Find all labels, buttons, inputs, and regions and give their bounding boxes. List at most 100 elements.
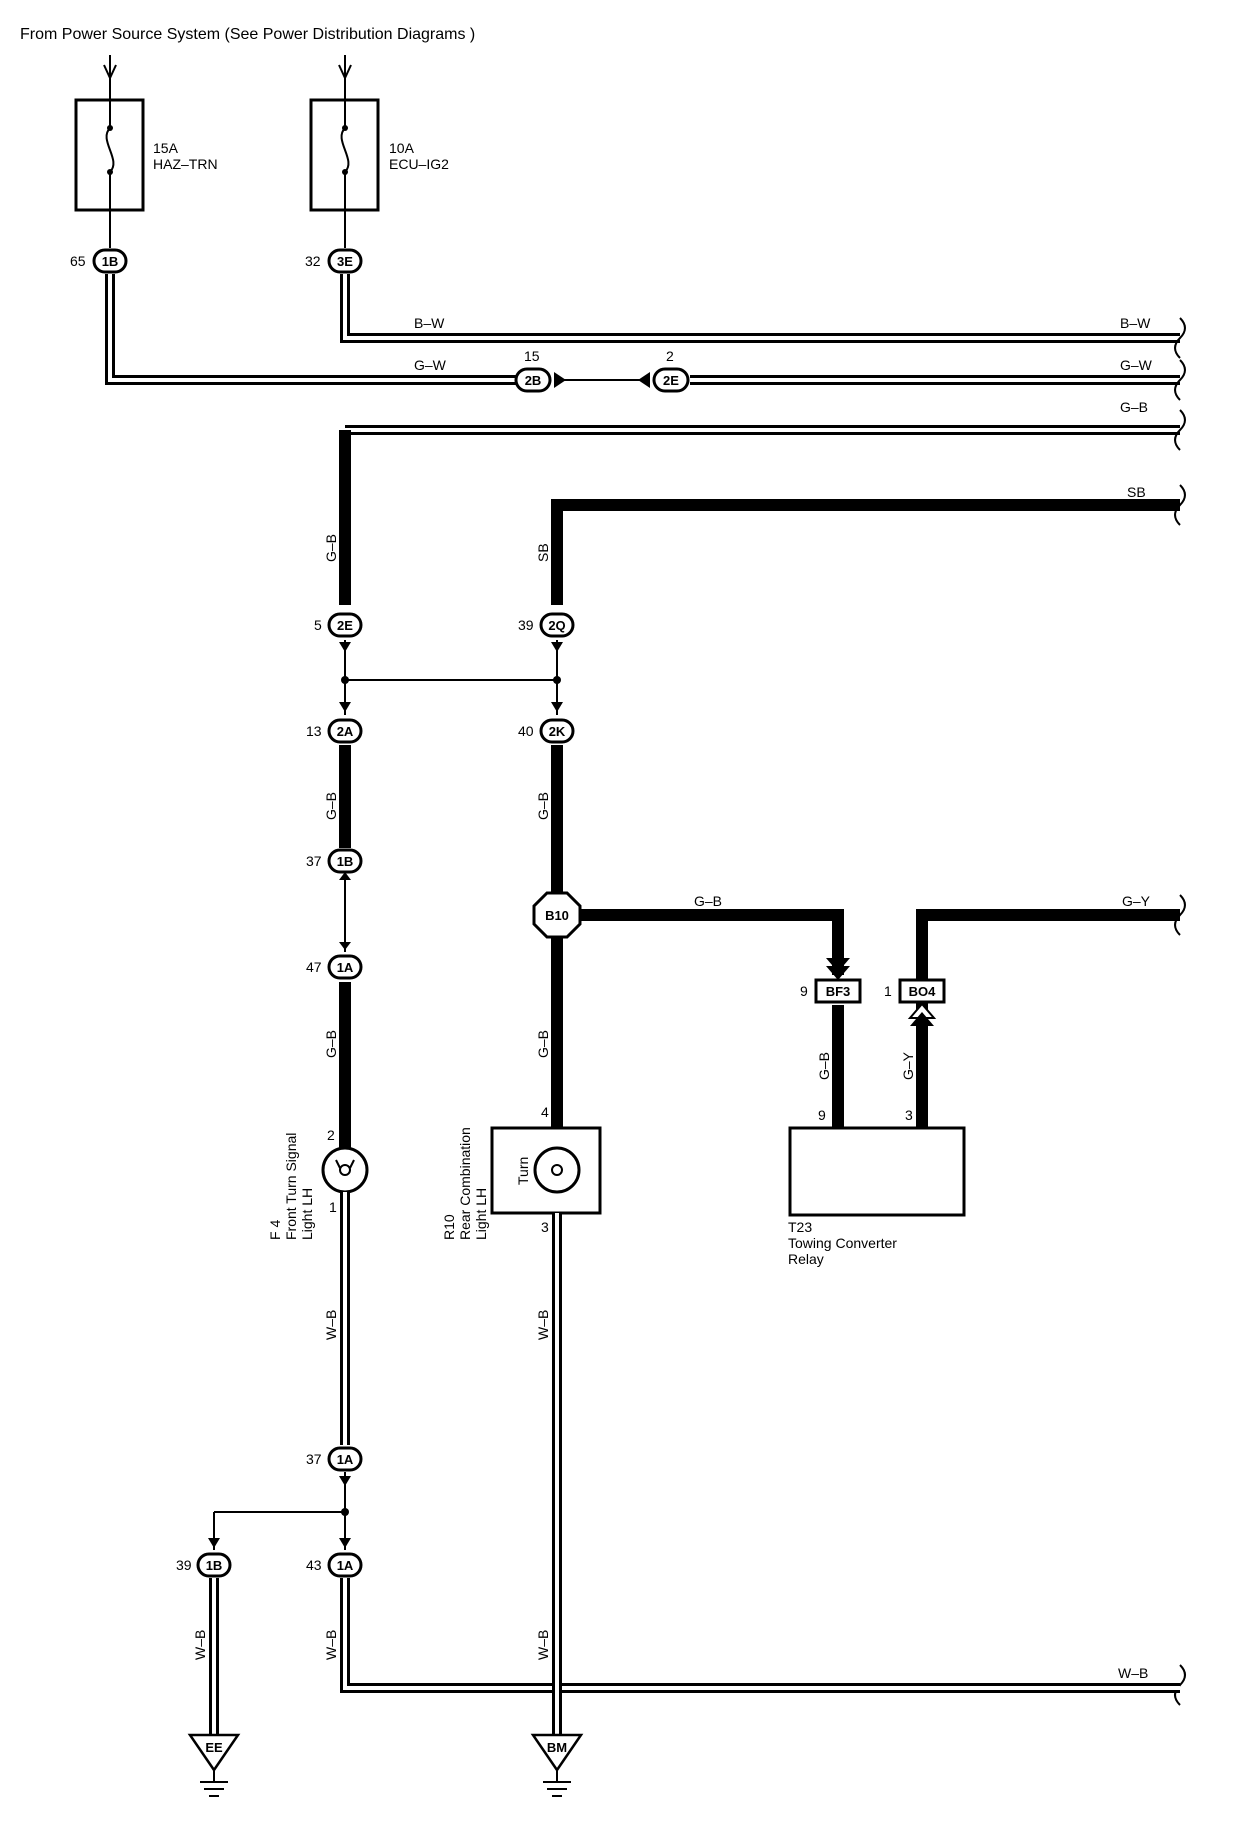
wire-g-y xyxy=(916,909,1180,1128)
source-arrow-1 xyxy=(103,55,117,100)
wire-label-gb-v5: G–B xyxy=(535,1030,551,1058)
connector-2e-top-pin: 2 xyxy=(666,348,674,364)
connector-2q-pin: 39 xyxy=(518,617,534,633)
connector-1b-mid-pin: 37 xyxy=(306,853,322,869)
wire-label-gy-v: G–Y xyxy=(900,1051,916,1080)
t23-line1: Towing Converter xyxy=(788,1235,897,1251)
junction-b10-label: B10 xyxy=(545,908,569,923)
wire-label-gb-v6: G–B xyxy=(816,1052,832,1080)
connector-bf3-pin: 9 xyxy=(800,983,808,999)
wire-label-bw-left: B–W xyxy=(414,315,445,331)
wire-label-bw-right: B–W xyxy=(1120,315,1151,331)
connector-1a-low1-pin: 37 xyxy=(306,1451,322,1467)
connector-1a-low1 xyxy=(327,1446,363,1472)
connector-1b-low-id: 1B xyxy=(206,1558,223,1573)
connector-2a xyxy=(327,718,363,744)
f4-pin-1: 1 xyxy=(329,1199,337,1215)
ground-bm-label: BM xyxy=(547,1740,567,1755)
connector-bo4-pin: 1 xyxy=(884,983,892,999)
wire-label-gb-v3: G–B xyxy=(323,1030,339,1058)
connector-1b-mid-id: 1B xyxy=(337,854,354,869)
connector-2e-mid-id: 2E xyxy=(337,618,353,633)
ground-bm-symbol xyxy=(530,1733,584,1797)
connector-1b-low xyxy=(196,1552,232,1578)
connector-2q-id: 2Q xyxy=(548,618,565,633)
wire-label-wb-v3: W–B xyxy=(323,1630,339,1660)
connector-2k-pin: 40 xyxy=(518,723,534,739)
diagram-title: From Power Source System (See Power Dist… xyxy=(20,26,476,43)
wire-label-gb-v4: G–B xyxy=(535,792,551,820)
connector-3e-pin: 32 xyxy=(305,253,321,269)
wire-label-wb-right: W–B xyxy=(1118,1665,1148,1681)
connector-2b-pin: 15 xyxy=(524,348,540,364)
ground-ee-symbol xyxy=(187,1733,241,1797)
ground-ee-label: EE xyxy=(205,1740,223,1755)
connector-3e xyxy=(327,248,363,274)
r10-code: R10 xyxy=(441,1214,457,1240)
connector-2a-id: 2A xyxy=(337,724,354,739)
connector-2e-top xyxy=(652,367,690,393)
wire-label-wb-v4: W–B xyxy=(535,1310,551,1340)
connector-2e-mid-pin: 5 xyxy=(314,617,322,633)
connector-2a-pin: 13 xyxy=(306,723,322,739)
connector-2k xyxy=(539,718,575,744)
f4-line1: Front Turn Signal xyxy=(283,1133,299,1240)
source-arrow-2 xyxy=(338,55,352,100)
r10-inner-label: Turn xyxy=(515,1157,531,1185)
wire-label-sb-right: SB xyxy=(1127,484,1146,500)
connector-1a-low2 xyxy=(327,1552,363,1578)
connector-1b-mid xyxy=(327,848,363,874)
connector-1a-upper-id: 1A xyxy=(337,960,354,975)
fuse-1-name: HAZ–TRN xyxy=(153,156,218,172)
t23-code: T23 xyxy=(788,1219,812,1235)
r10-rear-combination-lamp xyxy=(490,1126,602,1215)
wire-label-wb-v1: W–B xyxy=(323,1310,339,1340)
r10-pin-4: 4 xyxy=(541,1104,549,1120)
connector-2k-id: 2K xyxy=(549,724,566,739)
wire-label-gb-v1: G–B xyxy=(323,534,339,562)
connector-1b-top-id: 1B xyxy=(102,254,119,269)
t23-pin-9: 9 xyxy=(818,1107,826,1123)
r10-line2: Light LH xyxy=(473,1188,489,1240)
wire-label-gw-left: G–W xyxy=(414,357,447,373)
t23-pin-3: 3 xyxy=(905,1107,913,1123)
connector-1a-upper xyxy=(327,954,363,980)
connector-1b-low-pin: 39 xyxy=(176,1557,192,1573)
r10-pin-3: 3 xyxy=(541,1219,549,1235)
wire-w-b-right xyxy=(340,1578,1180,1693)
t23-towing-converter-relay xyxy=(788,1126,966,1217)
connector-2b-id: 2B xyxy=(525,373,542,388)
f4-pin-2: 2 xyxy=(327,1127,335,1143)
connector-2b xyxy=(514,367,552,393)
fuse-2-amp: 10A xyxy=(389,140,415,156)
connector-1a-low2-pin: 43 xyxy=(306,1557,322,1573)
connector-bf3 xyxy=(814,978,862,1004)
fuse-2-name: ECU–IG2 xyxy=(389,156,449,172)
connector-2e-top-id: 2E xyxy=(663,373,679,388)
connector-3e-id: 3E xyxy=(337,254,353,269)
wire-gb-to-bf3 xyxy=(580,909,844,975)
connector-bo4-id: BO4 xyxy=(909,984,937,999)
wire-sb xyxy=(551,499,1180,605)
fuse-haz-trn xyxy=(74,98,145,212)
connector-1b-top-pin: 65 xyxy=(70,253,86,269)
wire-label-sb-v: SB xyxy=(535,543,551,562)
connector-1a-upper-pin: 47 xyxy=(306,959,322,975)
f4-line2: Light LH xyxy=(299,1188,315,1240)
connector-bf3-id: BF3 xyxy=(826,984,851,999)
connector-2q xyxy=(539,612,575,638)
connector-1a-low1-id: 1A xyxy=(337,1452,354,1467)
r10-line1: Rear Combination xyxy=(457,1127,473,1240)
wire-label-gb-v2: G–B xyxy=(323,792,339,820)
junction-b10 xyxy=(532,891,582,939)
fuse-1-amp: 15A xyxy=(153,140,179,156)
wire-label-gb-h: G–B xyxy=(694,893,722,909)
wire-label-wb-v2: W–B xyxy=(192,1630,208,1660)
wire-g-w xyxy=(105,274,1180,385)
f4-front-turn-signal-lamp xyxy=(321,1146,369,1194)
connector-1a-low2-id: 1A xyxy=(337,1558,354,1573)
connector-bo4 xyxy=(898,978,946,1004)
wire-label-gy-right: G–Y xyxy=(1122,893,1151,909)
